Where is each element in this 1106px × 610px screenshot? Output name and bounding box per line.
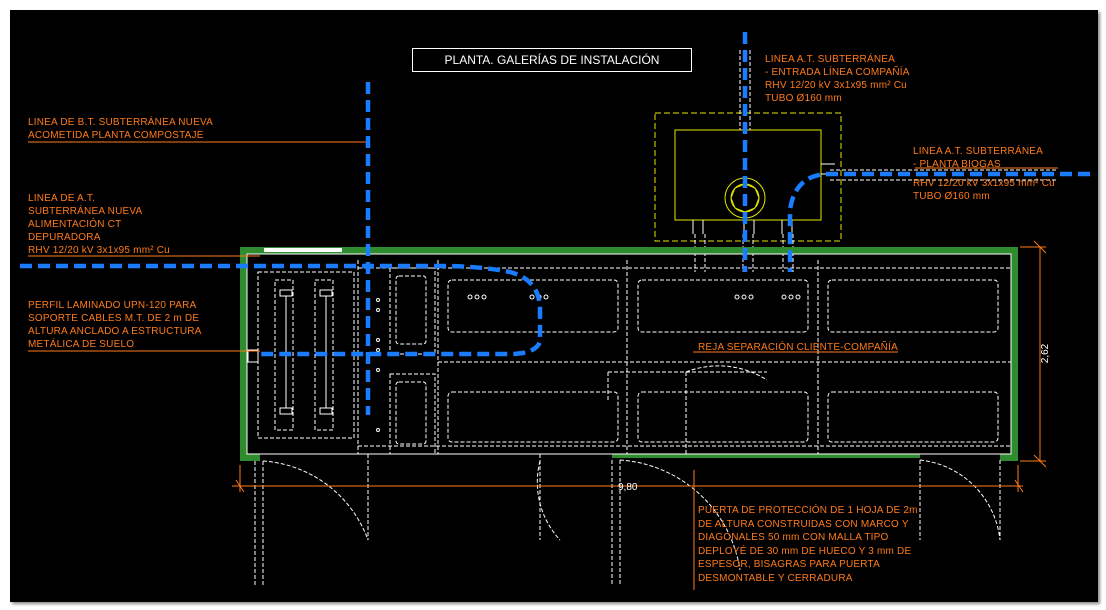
annotation-line: DIAGONALES 50 mm CON MALLA TIPO [698,532,889,543]
upn-profile-annotation: PERFIL LAMINADO UPN-120 PARA SOPORTE CAB… [28,299,202,351]
annotation-line: ESPESOR, BISAGRAS PARA PUERTA [698,559,880,570]
annotation-line: DE ALTURA CONSTRUIDAS CON MARCO Y [698,518,909,530]
annotation-line: RHV 12/20 kV 3x1x95 mm² Cu [765,80,907,91]
at-entrada-annotation: LINEA A.T. SUBTERRÁNEA - ENTRADA LÍNEA C… [765,53,910,105]
width-dimension: 2,62 [1040,343,1052,364]
annotation-line: DESMONTABLE Y CERRADURA [698,572,853,584]
cable-holes [376,294,801,432]
annotation-line: LINEA A.T. SUBTERRÁNEA [765,54,895,65]
annotation-line: TUBO Ø160 mm [765,93,842,104]
annotation-line: METÁLICA DE SUELO [28,339,135,350]
at-depuradora-annotation: LINEA DE A.T. SUBTERRÁNEA NUEVA ALIMENTA… [28,192,170,257]
annotation-line: - ENTRADA LÍNEA COMPAÑÍA [765,67,910,78]
annotation-line: ALIMENTACIÓN CT [28,219,122,230]
annotation-line: SUBTERRÁNEA NUEVA [28,206,143,217]
puerta-annotation: PUERTA DE PROTECCIÓN DE 1 HOJA DE 2m DE … [698,504,918,585]
drawing-title: PLANTA. GALERÍAS DE INSTALACIÓN [412,48,692,72]
cad-drawing-viewport: PLANTA. GALERÍAS DE INSTALACIÓN LINEA DE… [10,10,1098,602]
cable-channels [257,260,1011,455]
annotation-line: ALTURA ANCLADO A ESTRUCTURA [28,326,202,337]
annotation-line: LINEA A.T. SUBTERRÁNEA [913,146,1043,157]
annotation-line: PUERTA DE PROTECCIÓN DE 1 HOJA DE 2m [698,505,918,516]
annotation-line: TUBO Ø160 mm [913,191,990,202]
cable-routes [20,32,1090,415]
at-biogas-annotation: LINEA A.T. SUBTERRÁNEA - PLANTA BIOGAS R… [913,145,1055,203]
annotation-line: PERFIL LAMINADO UPN-120 PARA [28,300,197,311]
length-dimension: 9,80 [618,482,638,493]
annotation-line: - PLANTA BIOGAS [913,159,1001,170]
reja-annotation: REJA SEPARACIÓN CLIENTE-COMPAÑÍA [698,341,898,354]
annotation-line: REJA SEPARACIÓN CLIENTE-COMPAÑÍA [698,342,898,353]
annotation-line: RHV 12/20 kV 3x1x95 mm² Cu [913,178,1055,189]
building-walls [240,247,1018,461]
annotation-line: ACOMETIDA PLANTA COMPOSTAJE [28,130,204,141]
dimension-lines [28,141,1058,590]
annotation-line: SOPORTE CABLES M.T. DE 2 m DE [28,313,200,324]
annotation-line: RHV 12/20 kV 3x1x95 mm² Cu [28,245,170,256]
annotation-line: LINEA DE B.T. SUBTERRÁNEA NUEVA [28,117,213,128]
bt-line-annotation: LINEA DE B.T. SUBTERRÁNEA NUEVA ACOMETID… [28,116,213,142]
annotation-line: DEPURADORA [28,232,101,243]
annotation-line: LINEA DE A.T. [28,193,96,204]
annotation-line: DEPLOYÉ DE 30 mm DE HUECO Y 3 mm DE [698,545,912,557]
floor-plan-drawing [20,32,1090,590]
